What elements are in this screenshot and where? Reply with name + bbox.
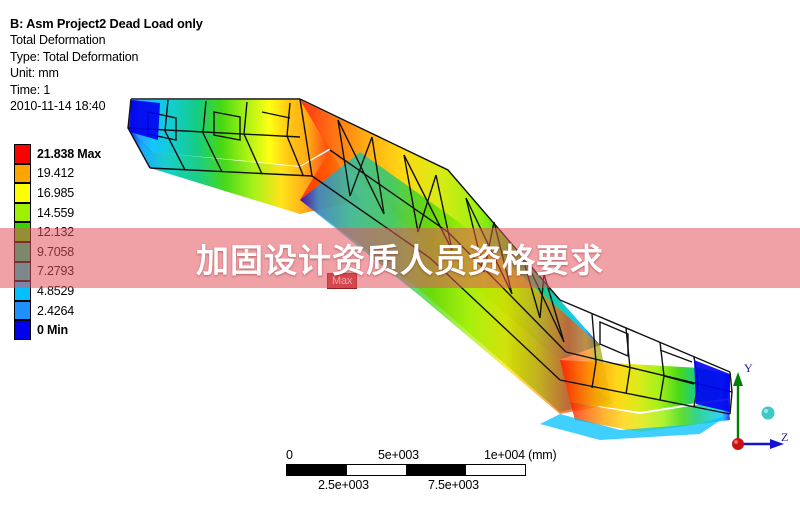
- result-timestamp: 2010-11-14 18:40: [10, 99, 106, 114]
- scale-segment: [465, 465, 525, 475]
- legend-row: 0 Min: [14, 320, 101, 340]
- legend-swatch: [14, 320, 31, 340]
- scale-tick-0: 0: [286, 448, 293, 462]
- sphere-marker: [761, 406, 775, 420]
- legend-label: 2.4264: [37, 303, 75, 318]
- result-info-block: B: Asm Project2 Dead Load only Total Def…: [10, 16, 270, 114]
- legend-label: 16.985: [37, 185, 75, 200]
- z-axis-label: Z: [781, 430, 789, 444]
- scale-tick-1e4: 1e+004 (mm): [484, 448, 557, 462]
- legend-swatch: [14, 163, 31, 184]
- legend-row: 16.985: [14, 183, 101, 203]
- result-time: Time: 1: [10, 82, 51, 97]
- legend-row: 21.838 Max: [14, 144, 101, 164]
- legend-swatch: [14, 202, 31, 223]
- watermark-text: 加固设计资质人员资格要求: [196, 242, 604, 279]
- legend-swatch: [14, 183, 31, 203]
- legend-row: 14.559: [14, 202, 101, 223]
- legend-row: 2.4264: [14, 300, 101, 321]
- legend-swatch: [14, 144, 31, 164]
- scale-tick-7p5e3: 7.5e+003: [428, 478, 479, 492]
- right-platform-wireframe: [559, 299, 733, 415]
- scale-bar: 0 5e+003 1e+004 (mm) 2.5e+003 7.5e+003: [286, 448, 566, 494]
- watermark-band: [0, 228, 800, 288]
- scale-tick-5e3: 5e+003: [378, 448, 419, 462]
- scale-bar-segments: [286, 464, 526, 476]
- result-subtitle: Total Deformation: [10, 33, 106, 48]
- scale-bar-top-ticks: 0 5e+003 1e+004 (mm): [286, 448, 566, 464]
- legend-label: 21.838 Max: [37, 146, 102, 161]
- result-title: B: Asm Project2 Dead Load only: [10, 16, 203, 31]
- result-unit: Unit: mm: [10, 66, 59, 81]
- legend-label: 19.412: [37, 166, 75, 181]
- scale-segment: [287, 465, 347, 475]
- legend-row: 19.412: [14, 163, 101, 184]
- legend-label: 0 Min: [37, 323, 68, 338]
- scale-bar-bottom-ticks: 2.5e+003 7.5e+003: [286, 478, 566, 494]
- y-axis-arrow: [733, 372, 743, 444]
- left-platform-body: [128, 100, 360, 214]
- legend-label: 14.559: [37, 205, 75, 220]
- legend-swatch: [14, 300, 31, 321]
- right-platform-body: [540, 360, 730, 440]
- result-type: Type: Total Deformation: [10, 49, 139, 64]
- scale-segment: [406, 465, 466, 475]
- z-axis-arrow: [738, 439, 784, 449]
- scale-segment: [346, 465, 406, 475]
- axis-triad: Y Z: [716, 360, 800, 460]
- y-axis-label: Y: [744, 361, 753, 375]
- scale-tick-2p5e3: 2.5e+003: [318, 478, 369, 492]
- x-axis-origin-ball: [732, 438, 744, 450]
